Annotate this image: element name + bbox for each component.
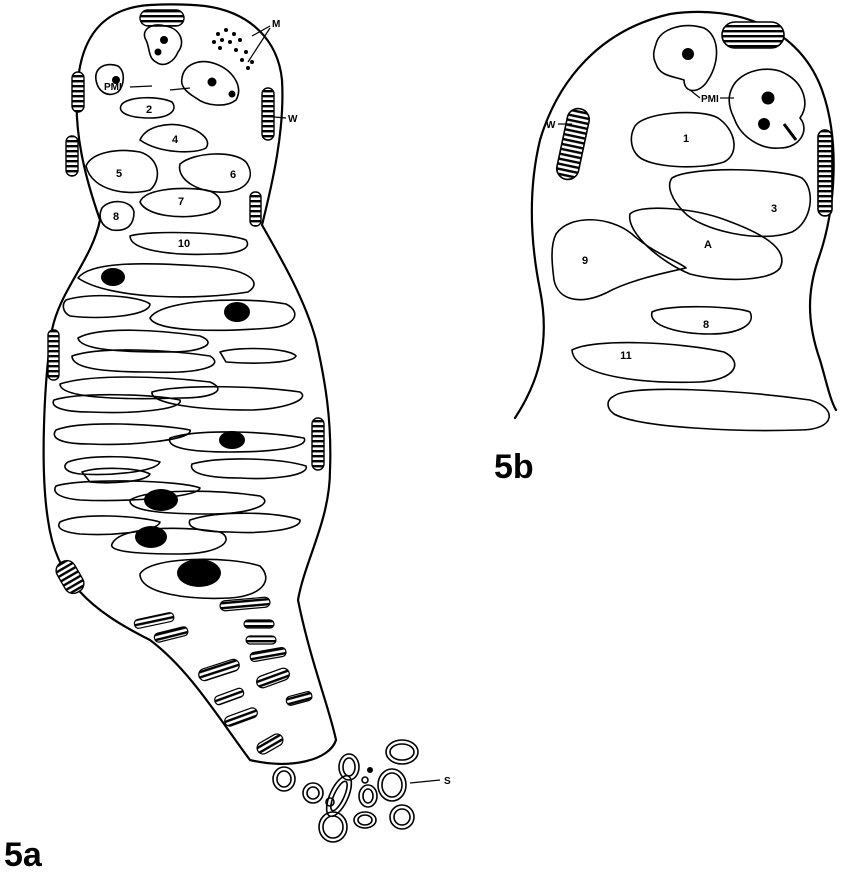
pmi-cell bbox=[144, 25, 181, 64]
wall-hatch bbox=[53, 557, 87, 596]
figure-label-5b: 5b bbox=[494, 448, 534, 486]
section-label: A bbox=[704, 239, 712, 251]
wall-hatch bbox=[722, 22, 784, 48]
section-label: 7 bbox=[178, 196, 184, 208]
section-label: 8 bbox=[703, 319, 709, 331]
w-label: W bbox=[546, 120, 556, 131]
stripe bbox=[53, 395, 180, 413]
section-label: 4 bbox=[172, 134, 179, 146]
section-label: 3 bbox=[771, 203, 777, 215]
w-label: W bbox=[288, 114, 298, 125]
figure-5b: 1 3 A 9 8 11 PMI W 5b bbox=[494, 12, 836, 486]
m-dots bbox=[212, 28, 254, 70]
section-6 bbox=[180, 154, 251, 192]
section-label: 10 bbox=[178, 238, 190, 250]
section-11 bbox=[572, 343, 735, 383]
stripe bbox=[112, 528, 226, 554]
section-bottom bbox=[608, 389, 829, 430]
stripe bbox=[63, 296, 150, 318]
wall-hatch bbox=[66, 136, 78, 176]
pmi-label: PMI bbox=[104, 82, 122, 93]
wall-hatch bbox=[250, 192, 261, 226]
section-label: 1 bbox=[683, 133, 689, 145]
s-label: S bbox=[444, 776, 451, 787]
stripe bbox=[72, 350, 215, 372]
wall-hatch bbox=[555, 106, 591, 181]
body-outline-5b bbox=[515, 12, 836, 418]
wall-hatch bbox=[140, 10, 184, 26]
section-label: 5 bbox=[116, 168, 122, 180]
section-9 bbox=[552, 220, 686, 300]
stripe bbox=[220, 349, 296, 364]
section-8b bbox=[652, 307, 752, 334]
stripe bbox=[192, 459, 307, 479]
s-cells bbox=[273, 740, 418, 842]
wall-hatch bbox=[312, 418, 324, 470]
stripe bbox=[78, 330, 208, 352]
wall-hatch bbox=[48, 330, 59, 380]
section-label: 8 bbox=[113, 211, 119, 223]
wall-hatch bbox=[72, 72, 84, 112]
figure-label-5a: 5a bbox=[4, 836, 43, 874]
m-label: M bbox=[272, 19, 280, 30]
wall-hatch bbox=[262, 88, 274, 140]
section-label: 9 bbox=[582, 255, 588, 267]
figure-5a: 2 4 5 6 7 8 10 M PMI W S 5a bbox=[4, 4, 451, 874]
section-label: 6 bbox=[230, 169, 236, 181]
wall-hatch bbox=[818, 130, 832, 216]
section-label: 11 bbox=[620, 350, 632, 362]
section-3 bbox=[670, 170, 811, 237]
stripe bbox=[150, 300, 295, 330]
pmi-label: PMI bbox=[701, 94, 719, 105]
section-label: 2 bbox=[146, 104, 152, 116]
